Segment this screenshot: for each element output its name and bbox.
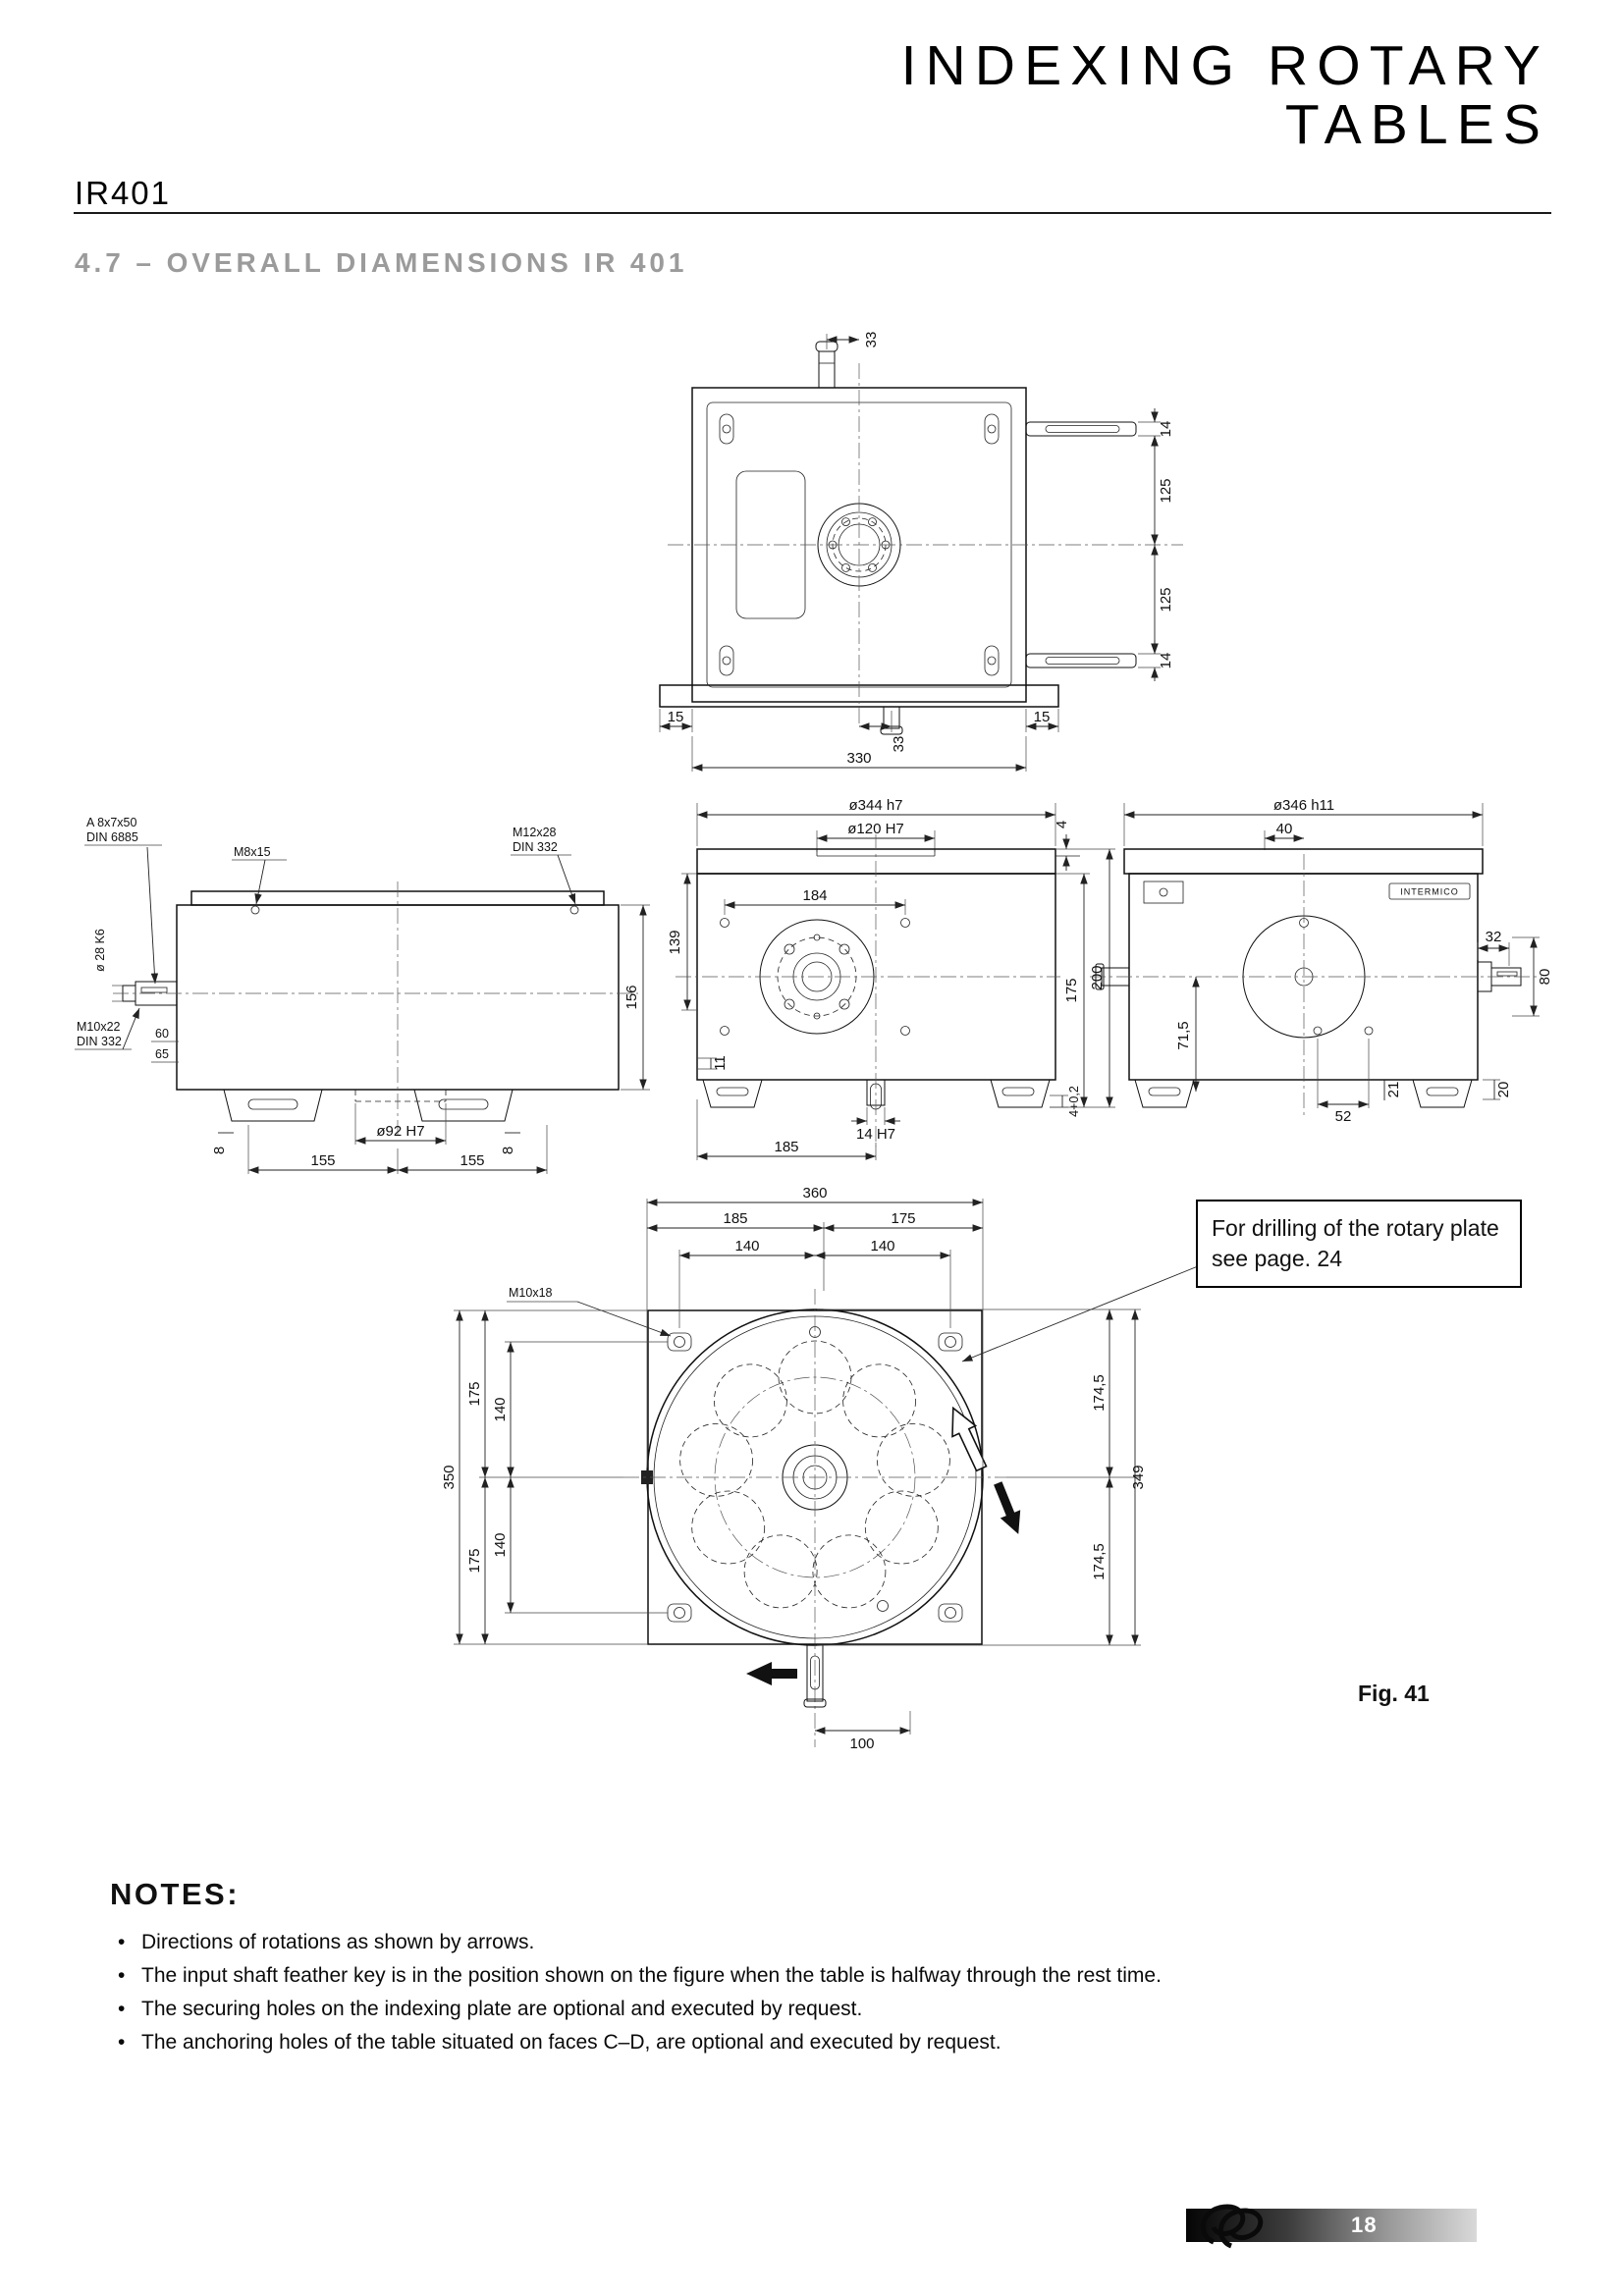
dim-label: 140 <box>870 1238 894 1255</box>
dim-label: 140 <box>492 1532 509 1557</box>
notes-section: NOTES: Directions of rotations as shown … <box>110 1877 1485 2059</box>
dim-label: 21 <box>1385 1082 1402 1098</box>
dim-label: 60 <box>155 1027 169 1041</box>
dim-label: 156 <box>623 985 640 1009</box>
dim-label: 52 <box>1335 1108 1352 1125</box>
dim-label: 15 <box>1034 709 1051 725</box>
header-rule <box>74 212 1551 214</box>
dim-label: ø92 H7 <box>376 1123 424 1140</box>
dim-label: 32 <box>1486 929 1502 945</box>
top-view-body <box>659 341 1183 735</box>
key-spec-label: A 8x7x50 <box>86 816 136 829</box>
plate-view-dimensions: M10x18 360 185 175 140 140 <box>441 1185 1147 1752</box>
dim-label: 140 <box>734 1238 759 1255</box>
right-side-view: ø346 h11 40 INTERMICO <box>1090 797 1553 1125</box>
dim-label: ø120 H7 <box>847 821 904 837</box>
note-item: The anchoring holes of the table situate… <box>110 2026 1485 2059</box>
dim-label: 350 <box>441 1465 458 1489</box>
dim-label: 33 <box>863 332 880 348</box>
shaft-dia-label: ø 28 K6 <box>93 929 107 972</box>
tap-label: M10x18 <box>509 1286 553 1300</box>
rotation-arrow-black-2 <box>994 1481 1021 1534</box>
brand-logo-icon <box>1201 2204 1264 2249</box>
dim-label: 8 <box>211 1147 228 1154</box>
plate-view-body <box>623 1265 1199 1747</box>
dim-label: 65 <box>155 1047 169 1061</box>
tap-label: M10x22 <box>77 1020 121 1034</box>
dim-label: 175 <box>891 1210 915 1227</box>
dim-label: 14 <box>1158 653 1174 669</box>
dim-label: 80 <box>1537 969 1553 986</box>
dim-label: 175 <box>466 1548 483 1573</box>
dim-label: 175 <box>466 1381 483 1406</box>
key-spec-label: DIN 6885 <box>86 830 138 844</box>
document-title-line1: INDEXING ROTARY <box>900 34 1549 97</box>
note-item: Directions of rotations as shown by arro… <box>110 1926 1485 1959</box>
dim-label: 175 <box>1063 978 1080 1002</box>
tap-label: M8x15 <box>234 845 271 859</box>
brand-plate-label: INTERMICO <box>1400 887 1459 897</box>
dim-label: ø344 h7 <box>848 797 902 814</box>
dim-label: 185 <box>774 1139 798 1155</box>
dim-label: 71,5 <box>1175 1021 1192 1049</box>
tap-label: DIN 332 <box>77 1035 122 1048</box>
plate-view-drawing: M10x18 360 185 175 140 140 <box>441 1185 1199 1752</box>
dim-label: 125 <box>1158 478 1174 503</box>
dim-label: 174,5 <box>1091 1374 1108 1412</box>
model-number: IR401 <box>75 175 171 211</box>
dim-label: 40 <box>1276 821 1293 837</box>
dim-label: 184 <box>802 887 827 904</box>
dim-label: 330 <box>846 750 871 767</box>
dim-label: 360 <box>802 1185 827 1201</box>
notes-heading: NOTES: <box>110 1877 240 1911</box>
dim-label: 155 <box>460 1152 484 1169</box>
dim-label: 185 <box>723 1210 747 1227</box>
section-title: 4.7 – OVERALL DIAMENSIONS IR 401 <box>75 247 688 278</box>
document-title-line2: TABLES <box>1284 92 1549 156</box>
left-side-view: A 8x7x50 DIN 6885 M8x15 M12x28 DIN 332 ø… <box>75 816 650 1174</box>
dim-label: 125 <box>1158 587 1174 612</box>
dim-label: 4 <box>1054 821 1070 828</box>
rotation-arrow-white <box>951 1406 988 1472</box>
tap-label: M12x28 <box>513 826 557 839</box>
top-view-drawing: 33 14 125 125 14 15 33 <box>659 332 1183 772</box>
dim-label: 349 <box>1130 1465 1147 1489</box>
front-view: ø344 h7 ø120 H7 4 <box>667 797 1115 1160</box>
dim-label: 174,5 <box>1091 1543 1108 1580</box>
dim-label: ø346 h11 <box>1273 797 1334 814</box>
elevation-views-drawing: A 8x7x50 DIN 6885 M8x15 M12x28 DIN 332 ø… <box>75 797 1553 1174</box>
callout-note: For drilling of the rotary plate see pag… <box>1196 1200 1522 1289</box>
figure-label: Fig. 41 <box>1358 1681 1430 1706</box>
note-item: The input shaft feather key is in the po… <box>110 1959 1485 1993</box>
dim-label: 33 <box>891 736 907 753</box>
dim-label: 20 <box>1495 1082 1512 1098</box>
dim-label: 14 <box>1158 421 1174 438</box>
dim-label: 11 <box>712 1055 729 1071</box>
dim-label: 155 <box>310 1152 335 1169</box>
page-number: 18 <box>1351 2213 1378 2237</box>
dim-label: 200 <box>1089 965 1106 989</box>
tap-label: DIN 332 <box>513 840 558 854</box>
dim-label: 8 <box>500 1147 516 1154</box>
dim-label: 140 <box>492 1397 509 1421</box>
dim-label: 100 <box>849 1735 874 1752</box>
top-view-dimensions: 33 14 125 125 14 15 33 <box>659 332 1174 772</box>
dim-label: 139 <box>667 930 683 954</box>
document-title: INDEXING ROTARY TABLES <box>900 34 1549 156</box>
dim-label: 4+0,2 <box>1067 1086 1081 1117</box>
dim-label: 15 <box>668 709 684 725</box>
note-item: The securing holes on the indexing plate… <box>110 1993 1485 2026</box>
rotation-arrow-black <box>746 1662 797 1685</box>
